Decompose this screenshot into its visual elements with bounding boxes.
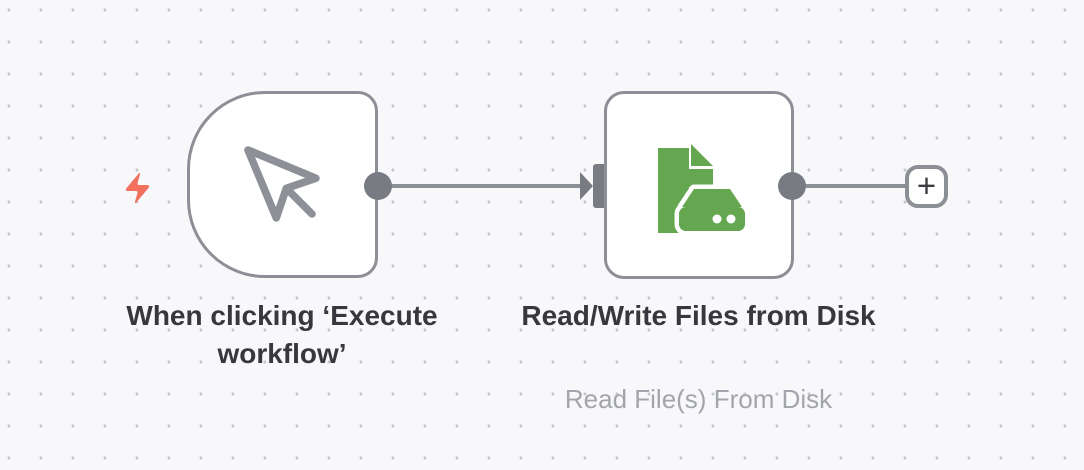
node-subtitle-files: Read File(s) From Disk xyxy=(564,384,833,414)
node-read-write-files-from-disk[interactable] xyxy=(604,91,794,279)
node-title-trigger: When clicking ‘Execute workflow’ xyxy=(126,300,438,369)
node-title-files: Read/Write Files from Disk xyxy=(521,300,876,331)
lightning-bolt-icon xyxy=(125,172,150,204)
node-when-clicking-execute-workflow[interactable] xyxy=(187,91,378,278)
plus-icon: + xyxy=(916,166,937,204)
input-arrow-icon xyxy=(580,172,593,200)
output-endpoint-files-node[interactable] xyxy=(778,172,806,200)
connection-files-to-add[interactable] xyxy=(800,184,907,188)
output-endpoint-trigger-node[interactable] xyxy=(364,172,392,200)
mouse-pointer-icon xyxy=(190,94,286,190)
connection-trigger-to-files[interactable] xyxy=(384,184,582,188)
add-node-button[interactable]: + xyxy=(905,165,948,208)
